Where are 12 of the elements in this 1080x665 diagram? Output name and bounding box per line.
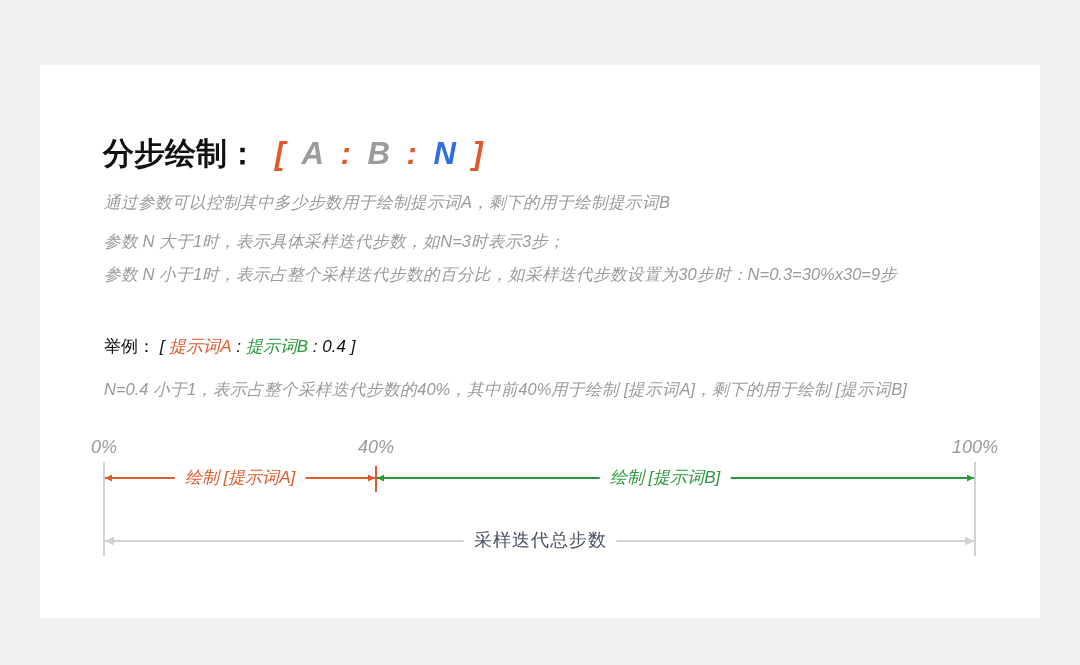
dimension-label: 绘制 [提示词A]: [174, 467, 306, 489]
description-text: 参数 N 大于1时，表示具体采样迭代步数，如N=3时表示3步；: [104, 232, 566, 252]
dimension-label: 绘制 [提示词B]: [599, 467, 731, 489]
description-text: 通过参数可以控制其中多少步数用于绘制提示词A，剩下的用于绘制提示词B: [104, 193, 670, 213]
title: 分步绘制： [ A : B : N ]: [103, 135, 483, 173]
tick-label: 0%: [91, 437, 117, 459]
tick-label: 100%: [952, 437, 998, 459]
dimension-label: 采样迭代总步数: [463, 530, 617, 552]
description-text: N=0.4 小于1，表示占整个采样迭代步数的40%，其中前40%用于绘制 [提示词A]，剩下的用于绘制 [提示词B]: [104, 380, 907, 400]
tick-label: 40%: [358, 437, 394, 459]
description-text: 参数 N 小于1时，表示占整个采样迭代步数的百分比，如采样迭代步数设置为30步时：N=0.3=30%x30=9步: [104, 265, 898, 285]
example-text: 举例： [ 提示词A : 提示词B : 0.4 ]: [104, 336, 356, 358]
